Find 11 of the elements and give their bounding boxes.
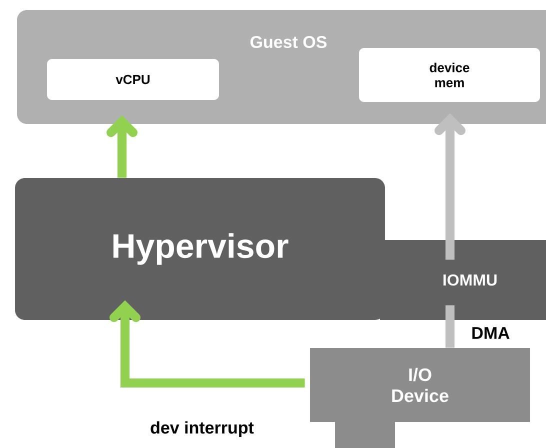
node-label: Hypervisor	[113, 233, 288, 265]
edge-label: dev interrupt	[150, 421, 254, 438]
arrow	[106, 115, 138, 178]
device-mem-box: device mem	[359, 48, 540, 102]
arrow	[434, 113, 466, 260]
iommu-band: IOMMU	[380, 240, 546, 320]
edge-label: DMA	[472, 327, 510, 339]
vcpu-box: vCPU	[47, 59, 219, 100]
arrow	[110, 300, 305, 388]
node-label: IOMMU	[444, 274, 497, 286]
device-box: I/O Device	[310, 348, 530, 448]
